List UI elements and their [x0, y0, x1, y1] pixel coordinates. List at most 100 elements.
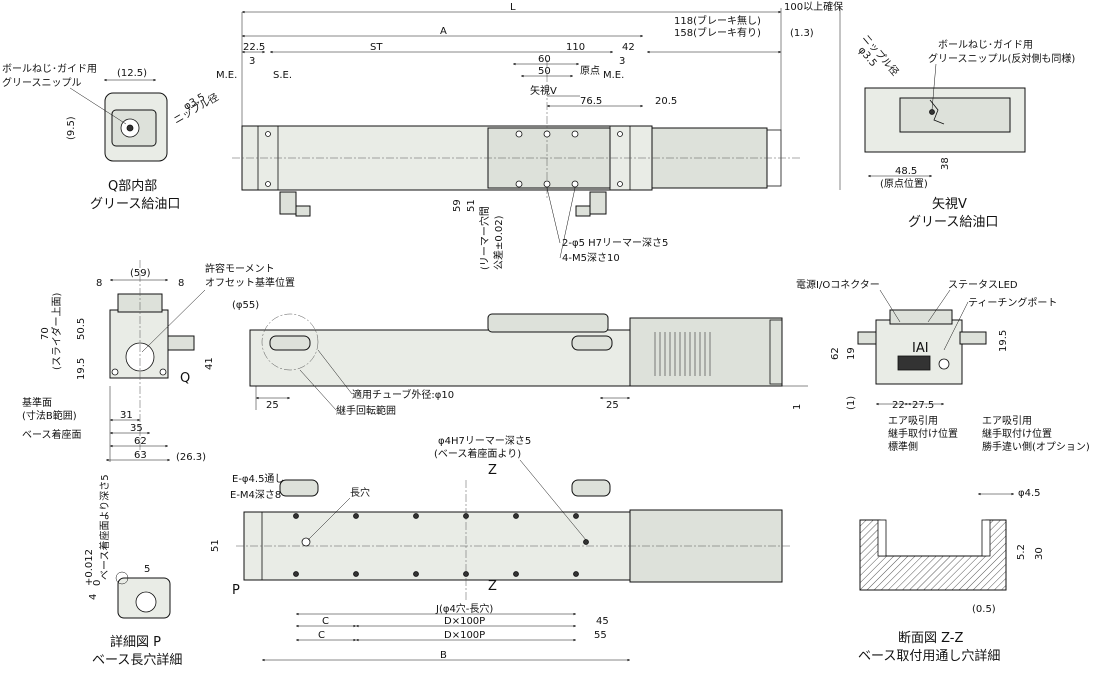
dim-118: 118(ブレーキ無し) — [674, 14, 761, 27]
base-mount: ベース着座面 — [22, 428, 82, 441]
side-dim-25b: 25 — [606, 400, 619, 411]
dim-42: 42 — [622, 42, 635, 53]
dim-50: 50 — [538, 66, 551, 77]
z-title-1: 断面図 Z-Z — [898, 631, 964, 646]
end-dim-50-5: 50.5 — [76, 318, 87, 340]
dim-45: 45 — [596, 616, 609, 627]
v-dim-38: 38 — [940, 157, 951, 170]
end-dim-59: (59) — [130, 268, 151, 279]
logo: IAI — [912, 341, 929, 356]
v-title-1: 矢視V — [932, 197, 967, 212]
dim-100: 100以上確保 — [784, 0, 843, 13]
side-dim-25a: 25 — [266, 400, 279, 411]
air-std-1: エア吸引用 — [888, 415, 938, 427]
air-std-2: 継手取付け位置 — [888, 427, 958, 440]
conn-dim-1: (1) — [846, 396, 857, 410]
p-dim-5: 5 — [144, 564, 150, 575]
bottom-dim-51: 51 — [210, 539, 221, 552]
conn-dim-19-5: 19.5 — [998, 330, 1009, 352]
slot-label: 長穴 — [350, 486, 370, 499]
v-detail: φ3.5 ニップル径 ボールねじ･ガイド用 グリースニップル(反対側も同様) 4… — [856, 32, 1076, 230]
end-view: (59) 8 8 許容モーメント オフセット基準位置 70 (スライダー上面) … — [22, 260, 295, 463]
p-tol: 4 — [88, 594, 99, 600]
bottom-view: φ4H7リーマー深さ5 (ベース着座面より) Z Z E-φ4.5通し E-M4… — [210, 435, 790, 662]
dim-55: 55 — [594, 630, 607, 641]
conn-dim-27-5: 27.5 — [912, 400, 934, 411]
ream-hole-label: (リーマー穴間 — [478, 206, 491, 270]
p-detail: ベース着座面より深さ5 4 +0.012 0 5 詳細図 P ベース長穴詳細 — [84, 474, 182, 668]
end-dim-31: 31 — [120, 410, 133, 421]
power-label: 電源I/Oコネクター — [796, 278, 880, 291]
z-top-label: Z — [488, 463, 497, 478]
pin-hole-label: 2-φ5 H7リーマー深さ5 — [562, 237, 668, 249]
label-p: P — [232, 583, 240, 598]
air-std-3: 標準側 — [888, 440, 918, 453]
dim-ST: ST — [370, 42, 383, 53]
p-depth-label: ベース着座面より深さ5 — [98, 474, 111, 580]
end-dim-35: 35 — [130, 423, 143, 434]
z-bottom-label: Z — [488, 579, 497, 594]
z-dim-30: 30 — [1034, 547, 1045, 560]
v-label-2: グリースニップル(反対側も同様) — [928, 52, 1075, 65]
end-dim-70: 70 — [40, 327, 51, 340]
e-through-label: E-φ4.5通し — [232, 473, 284, 485]
label-me-left: M.E. — [216, 70, 237, 81]
v-origin-pos: (原点位置) — [880, 177, 928, 190]
end-dim-62: 62 — [134, 436, 147, 447]
tube-label: 適用チューブ外径:φ10 — [352, 388, 454, 401]
p-tol-dn: 0 — [92, 580, 103, 586]
end-dim-41: 41 — [204, 357, 215, 370]
air-opt-2: 継手取付け位置 — [982, 427, 1052, 440]
ream-label: φ4H7リーマー深さ5 — [438, 435, 531, 447]
dim-3-left: 3 — [249, 56, 255, 67]
dim-L: L — [510, 2, 516, 13]
q-label-1: ボールねじ･ガイド用 — [2, 63, 97, 75]
q-title-2: グリース給油口 — [90, 197, 180, 212]
conn-dim-22: 22 — [892, 400, 905, 411]
dim-3-right: 3 — [619, 56, 625, 67]
dim-20-5: 20.5 — [655, 96, 677, 107]
label-me-right: M.E. — [603, 70, 624, 81]
dim-C1: C — [322, 616, 329, 627]
v-dim-48-5: 48.5 — [895, 166, 917, 177]
v-label-1: ボールねじ･ガイド用 — [938, 39, 1033, 51]
actuator-body-side — [249, 329, 631, 387]
dim-60: 60 — [538, 54, 551, 65]
e-m4-label: E-M4深さ8 — [230, 489, 281, 501]
label-se: S.E. — [273, 70, 292, 81]
moment-label-2: オフセット基準位置 — [205, 276, 295, 289]
end-dim-26-3: (26.3) — [176, 452, 206, 463]
dim-59: 59 — [452, 199, 463, 212]
dim-A: A — [440, 26, 447, 37]
dim-B: B — [440, 650, 447, 661]
end-dim-8b: 8 — [178, 278, 184, 289]
dim-C2: C — [318, 630, 325, 641]
dim-158: 158(ブレーキ有り) — [674, 26, 761, 39]
conn-dim-19: 19 — [846, 347, 857, 360]
label-origin: 原点 — [580, 65, 600, 77]
slider-top — [487, 127, 611, 189]
dim-110: 110 — [566, 42, 585, 53]
side-phi55: (φ55) — [232, 300, 259, 311]
q-label-2: グリースニップル — [2, 76, 82, 89]
moment-label-1: 許容モーメント — [205, 262, 275, 275]
side-view: (φ55) 25 25 適用チューブ外径:φ10 継手回転範囲 1 — [232, 300, 808, 417]
tolerance-label: 公差±0.02) — [492, 215, 505, 270]
q-dim-9-5: (9.5) — [66, 116, 77, 140]
z-section: φ4.5 5.2 30 (0.5) 断面図 Z-Z ベース取付用通し穴詳細 — [858, 488, 1045, 664]
side-dim-1: 1 — [792, 404, 803, 410]
p-tol-up: +0.012 — [84, 549, 95, 586]
screw-hole-label: 4-M5深さ10 — [562, 252, 620, 264]
base-ref-2: (寸法B範囲) — [22, 409, 77, 422]
dim-J: J(φ4穴-長穴) — [435, 602, 493, 615]
q-dim-12-5: (12.5) — [117, 68, 147, 79]
connector-view: IAI 電源I/Oコネクター ステータスLED ティーチングポート 62 19 … — [796, 278, 1090, 453]
label-q: Q — [180, 371, 190, 386]
end-dim-63: 63 — [134, 450, 147, 461]
conn-dim-62: 62 — [830, 347, 841, 360]
dim-76-5: 76.5 — [580, 96, 602, 107]
p-title-1: 詳細図 P — [110, 634, 161, 650]
dim-DX1: D×100P — [444, 616, 485, 627]
air-opt-3: 勝手違い側(オプション) — [982, 440, 1090, 453]
